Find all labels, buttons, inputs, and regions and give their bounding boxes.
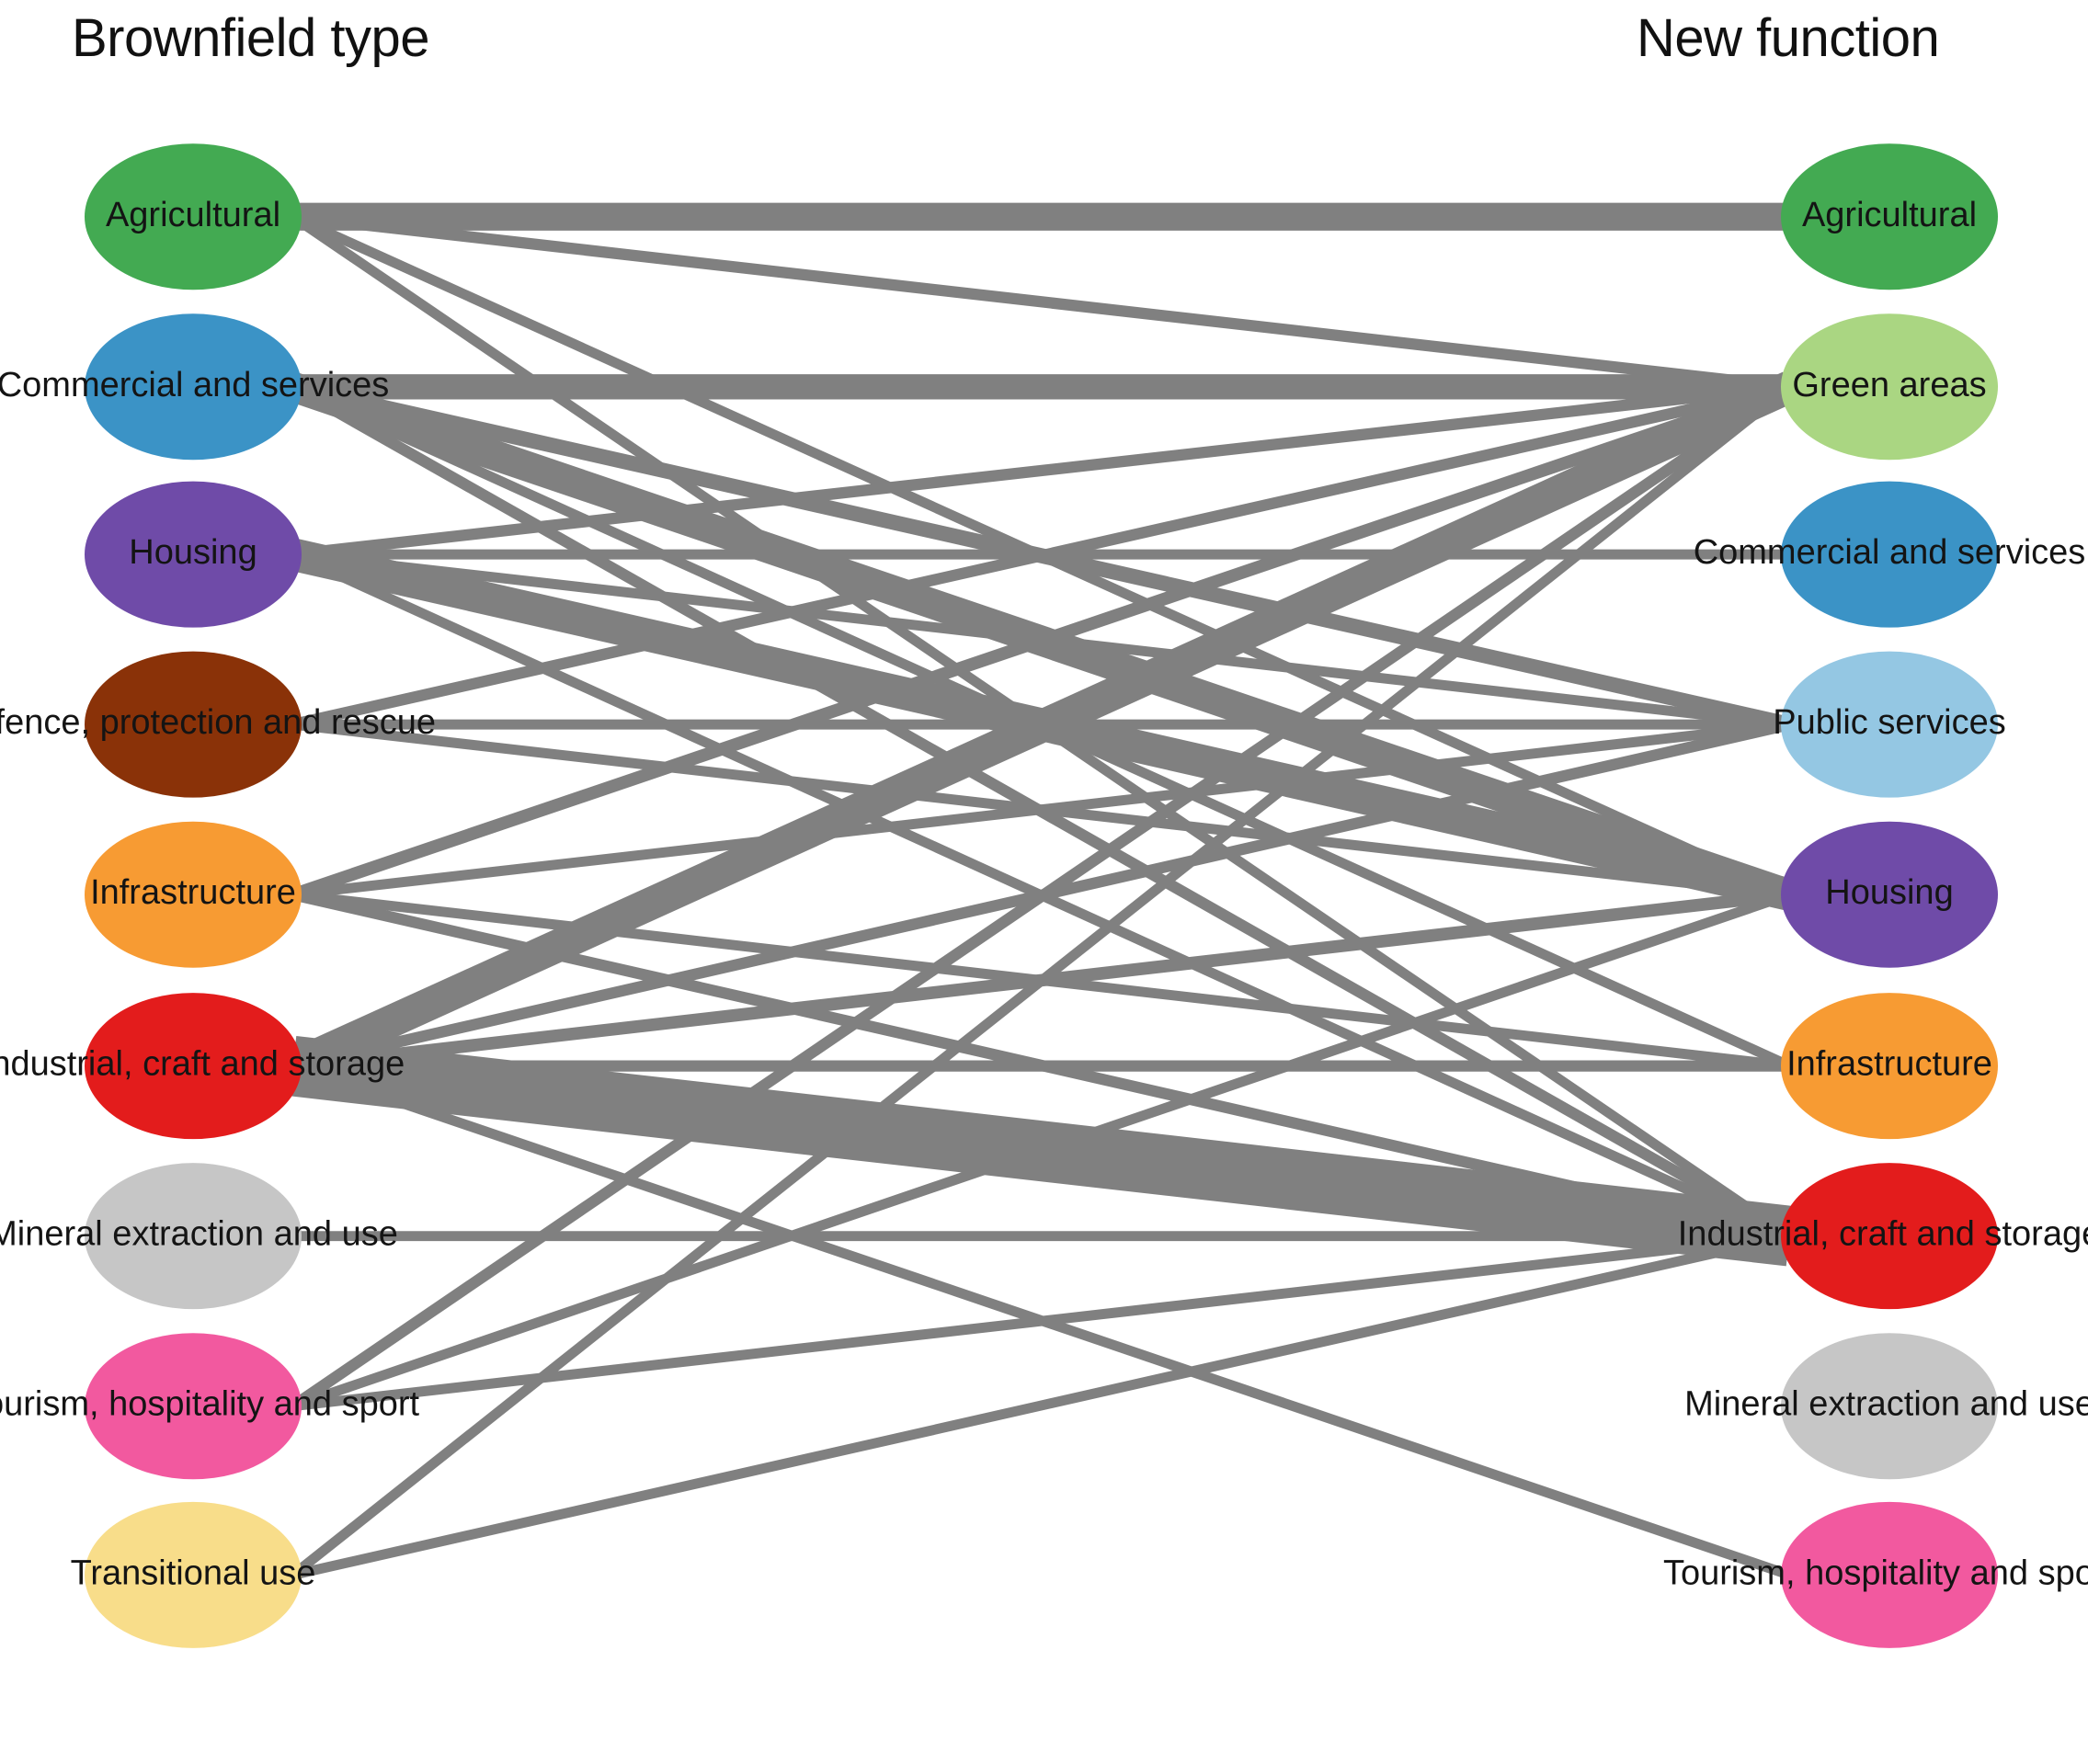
flow-edge: [291, 890, 1792, 1411]
node-right-infrastructure[interactable]: Infrastructure: [1781, 993, 1998, 1140]
node-left-mineral-extraction-and-use[interactable]: Mineral extraction and use: [0, 1163, 398, 1310]
right-column-title: New function: [1637, 8, 1940, 68]
node-shape[interactable]: [1781, 821, 1998, 968]
flow-edge: [290, 381, 1793, 1411]
node-right-commercial-and-services[interactable]: Commercial and services: [1694, 481, 2086, 628]
node-shape[interactable]: [1781, 993, 1998, 1140]
node-label: Green areas: [1792, 366, 1986, 404]
node-right-tourism-hospitality-and-sport[interactable]: Tourism, hospitality and sport: [1663, 1501, 2088, 1648]
node-label: Industrial, craft and storage: [0, 1045, 405, 1084]
node-label: Agricultural: [1802, 196, 1977, 234]
flow-edge: [291, 381, 1791, 561]
node-right-housing[interactable]: Housing: [1781, 821, 1998, 968]
node-left-agricultural[interactable]: Agricultural: [85, 143, 302, 290]
node-label: Defence, protection and rescue: [0, 703, 436, 742]
node-shape[interactable]: [85, 1501, 302, 1648]
node-left-commercial-and-services[interactable]: Commercial and services: [0, 313, 389, 461]
node-shape[interactable]: [1781, 481, 1998, 628]
node-right-green-areas[interactable]: Green areas: [1781, 313, 1998, 461]
flow-edge: [291, 211, 1791, 393]
left-column-title: Brownfield type: [72, 8, 430, 68]
node-right-public-services[interactable]: Public services: [1773, 651, 2006, 798]
node-shape[interactable]: [85, 1333, 302, 1480]
node-label: Infrastructure: [1786, 1045, 1992, 1084]
node-label: Mineral extraction and use: [0, 1215, 398, 1254]
node-label: Tourism, hospitality and sport: [0, 1385, 419, 1424]
flow-edge: [291, 1231, 1791, 1580]
node-left-defence-protection-and-rescue[interactable]: Defence, protection and rescue: [0, 651, 436, 798]
node-shape[interactable]: [1781, 1501, 1998, 1648]
node-shape[interactable]: [1781, 651, 1998, 798]
node-right-mineral-extraction-and-use[interactable]: Mineral extraction and use: [1684, 1333, 2088, 1480]
flow-edge: [291, 1231, 1791, 1412]
node-label: Agricultural: [106, 196, 280, 234]
node-left-industrial-craft-and-storage[interactable]: Industrial, craft and storage: [0, 993, 405, 1140]
node-shape[interactable]: [85, 313, 302, 461]
node-shape[interactable]: [85, 993, 302, 1140]
node-label: Housing: [129, 533, 257, 572]
node-label: Public services: [1773, 703, 2005, 742]
node-right-agricultural[interactable]: Agricultural: [1781, 143, 1998, 290]
node-label: Tourism, hospitality and sport: [1663, 1553, 2088, 1592]
node-label: Housing: [1825, 873, 1953, 912]
node-label: Mineral extraction and use: [1684, 1385, 2088, 1424]
node-label: Transitional use: [71, 1553, 316, 1592]
flow-edge: [291, 381, 1791, 731]
node-shape[interactable]: [85, 651, 302, 798]
node-label: Commercial and services: [0, 366, 389, 404]
node-shape[interactable]: [85, 821, 302, 968]
node-shape[interactable]: [1781, 313, 1998, 461]
node-right-industrial-craft-and-storage[interactable]: Industrial, craft and storage: [1678, 1163, 2088, 1310]
node-label: Infrastructure: [90, 873, 296, 912]
flow-edge: [286, 371, 1797, 1081]
node-shape[interactable]: [1781, 143, 1998, 290]
node-left-tourism-hospitality-and-sport[interactable]: Tourism, hospitality and sport: [0, 1333, 419, 1480]
node-left-transitional-use[interactable]: Transitional use: [71, 1501, 316, 1648]
edge-layer: [286, 202, 1797, 1580]
node-shape[interactable]: [1781, 1333, 1998, 1480]
node-left-infrastructure[interactable]: Infrastructure: [85, 821, 302, 968]
node-shape[interactable]: [85, 143, 302, 290]
flow-edge: [291, 719, 1791, 900]
flow-edge: [290, 382, 1793, 1579]
node-label: Commercial and services: [1694, 533, 2086, 572]
node-shape[interactable]: [1781, 1163, 1998, 1310]
node-left-housing[interactable]: Housing: [85, 481, 302, 628]
node-label: Industrial, craft and storage: [1678, 1215, 2088, 1254]
flow-edge: [291, 381, 1792, 901]
node-shape[interactable]: [85, 1163, 302, 1310]
node-shape[interactable]: [85, 481, 302, 628]
